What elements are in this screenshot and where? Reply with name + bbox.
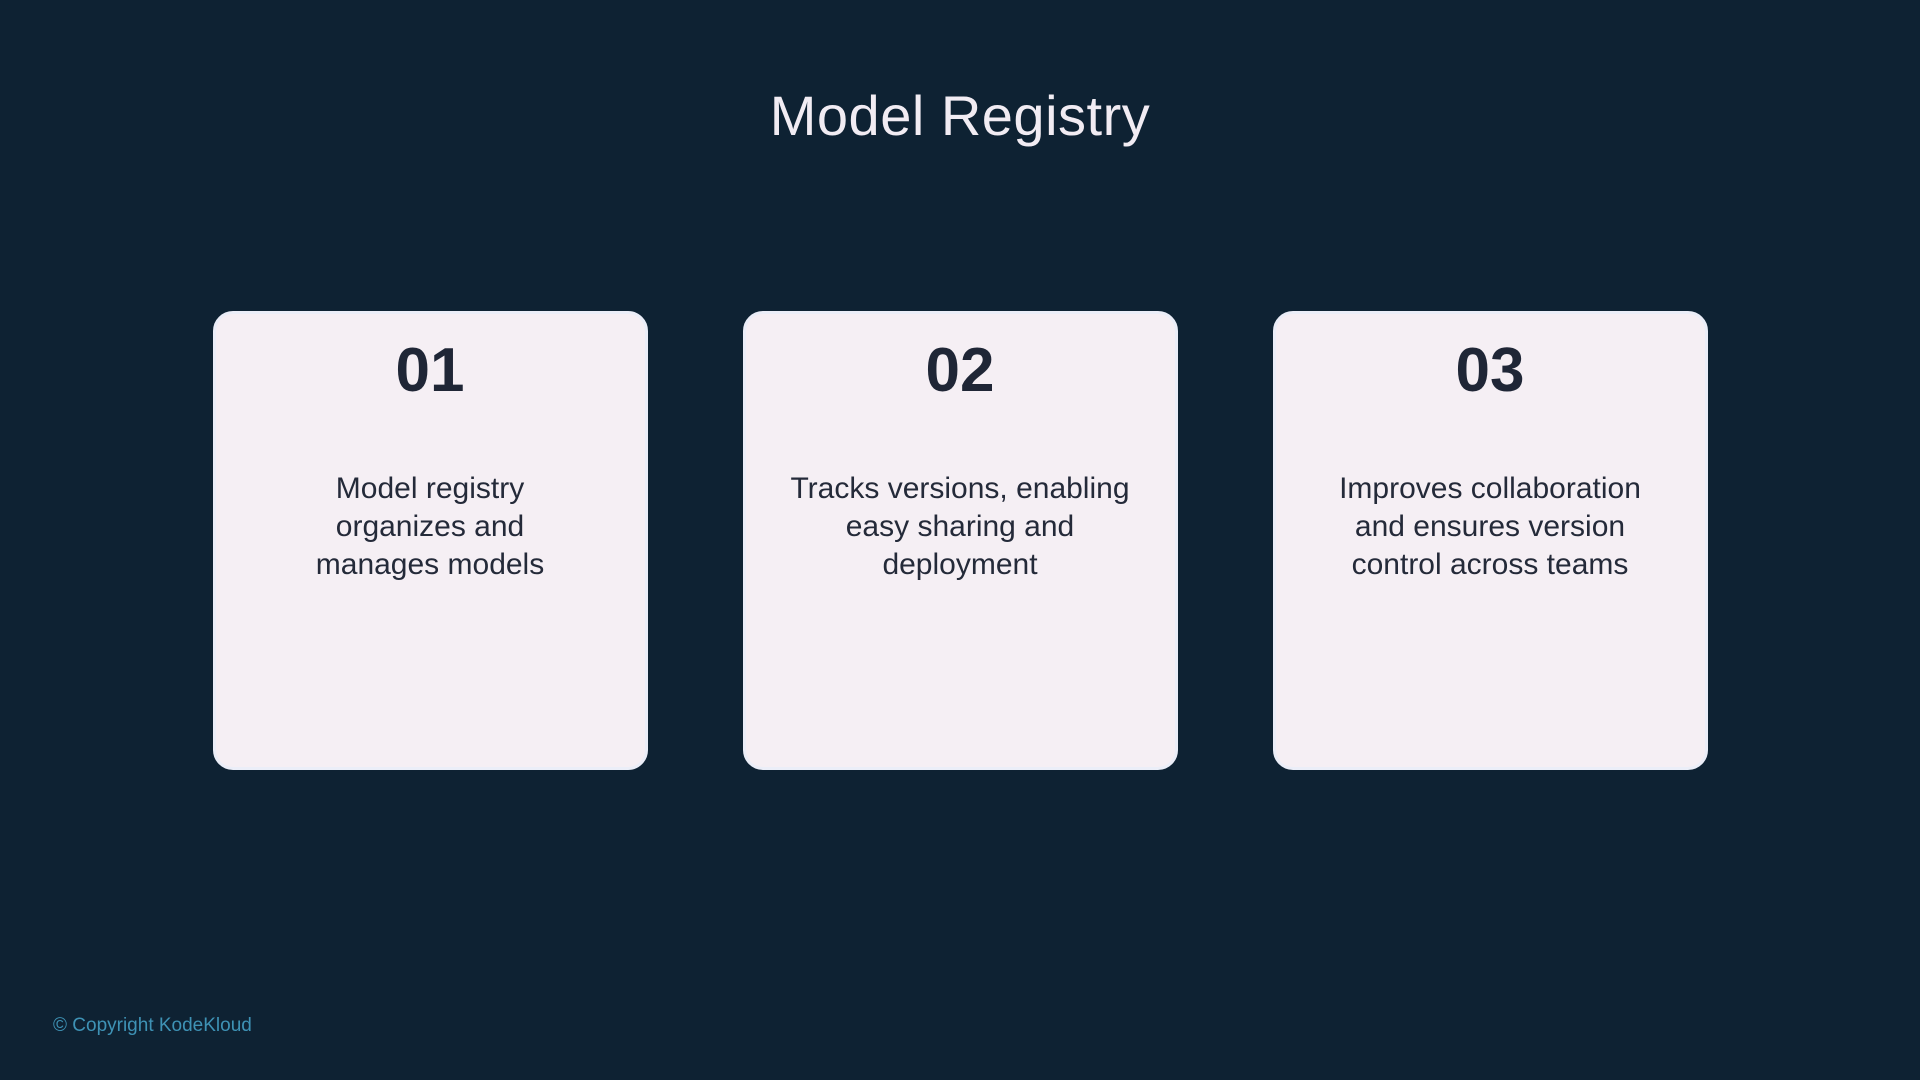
cards-row: 01 Model registry organizes and manages …: [0, 311, 1920, 770]
card-1-number: 01: [395, 336, 465, 405]
card-1-description: Model registry organizes and manages mod…: [315, 472, 545, 582]
page-title: Model Registry: [769, 84, 1151, 147]
copyright-notice: © Copyright KodeKloud: [53, 1015, 252, 1036]
card-2-number: 02: [925, 336, 995, 405]
card-1: 01 Model registry organizes and manages …: [212, 311, 648, 770]
card-2-description: Tracks versions, enabling easy sharing a…: [790, 472, 1130, 582]
card-3: 03 Improves collaboration and ensures ve…: [1272, 311, 1708, 770]
card-3-description: Improves collaboration and ensures versi…: [1339, 472, 1641, 582]
card-2: 02 Tracks versions, enabling easy sharin…: [742, 311, 1178, 770]
card-3-number: 03: [1455, 336, 1525, 405]
